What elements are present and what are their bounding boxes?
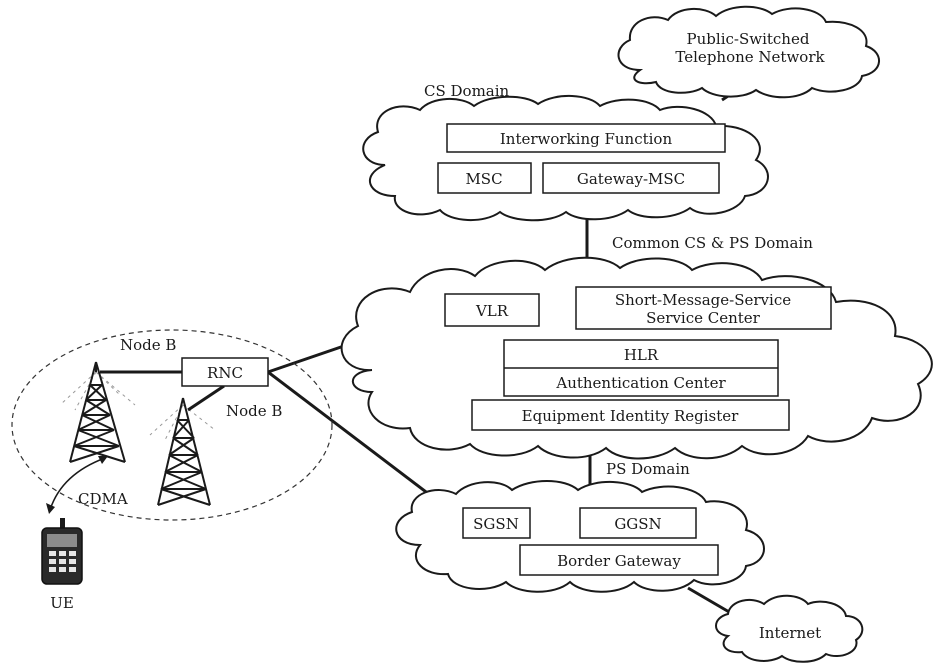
interworking-function-box (446, 123, 726, 153)
border-gateway-label: Border Gateway (557, 552, 681, 570)
cdma-arrow-head-bottom (46, 503, 55, 514)
gateway-msc-box (542, 162, 720, 194)
sms-center-box (575, 286, 832, 330)
rnc-box (181, 357, 269, 387)
border-gateway-box (519, 544, 719, 576)
node-b-top-label: Node B (120, 336, 176, 354)
msc-label: MSC (465, 170, 502, 188)
node-b-right-label: Node B (226, 402, 282, 420)
internet-label: Internet (759, 624, 821, 642)
eir-box (471, 399, 790, 431)
cdma-label: CDMA (78, 490, 128, 508)
sms-center-label-line2: Service Center (646, 309, 761, 327)
cdma-arrow (49, 457, 106, 511)
interworking-function-label: Interworking Function (500, 130, 673, 148)
sgsn-label: SGSN (473, 515, 519, 533)
sms-center-label-line1: Short-Message-Service (615, 291, 791, 309)
hlr-label: HLR (624, 346, 659, 364)
vlr-label: VLR (475, 302, 509, 320)
gateway-msc-label: Gateway-MSC (577, 170, 685, 188)
pstn-label-line2: Telephone Network (675, 48, 825, 66)
node-b-tower-right-icon (157, 397, 211, 506)
internet-cloud: Internet (715, 594, 864, 663)
cdma-arrow-head-top (98, 456, 108, 464)
msc-box (437, 162, 532, 194)
cs-domain-cloud: Interworking Function MSC Gateway-MSC (362, 94, 769, 222)
eir-label: Equipment Identity Register (522, 407, 740, 425)
ue-phone-icon (41, 518, 83, 585)
common-domain-cloud: VLR Short-Message-Service Service Center… (340, 256, 933, 460)
common-domain-label: Common CS & PS Domain (612, 234, 813, 252)
pstn-label-line1: Public-Switched (687, 30, 810, 48)
sgsn-box (462, 507, 531, 539)
pstn-cloud: Public-Switched Telephone Network (617, 5, 880, 99)
rnc-label: RNC (207, 364, 243, 382)
radio-cell-boundary (11, 329, 333, 521)
cs-domain-label: CS Domain (424, 82, 510, 100)
node-b-right-rnc-link (187, 384, 225, 412)
ps-domain-label: PS Domain (606, 460, 690, 478)
auth-center-label: Authentication Center (555, 374, 726, 392)
ggsn-box (579, 507, 697, 539)
ggsn-label: GGSN (614, 515, 661, 533)
vlr-box (444, 293, 540, 327)
ps-domain-cloud: SGSN GGSN Border Gateway (395, 480, 765, 593)
ue-label: UE (50, 594, 74, 612)
node-b-tower-left-icon (69, 361, 126, 463)
